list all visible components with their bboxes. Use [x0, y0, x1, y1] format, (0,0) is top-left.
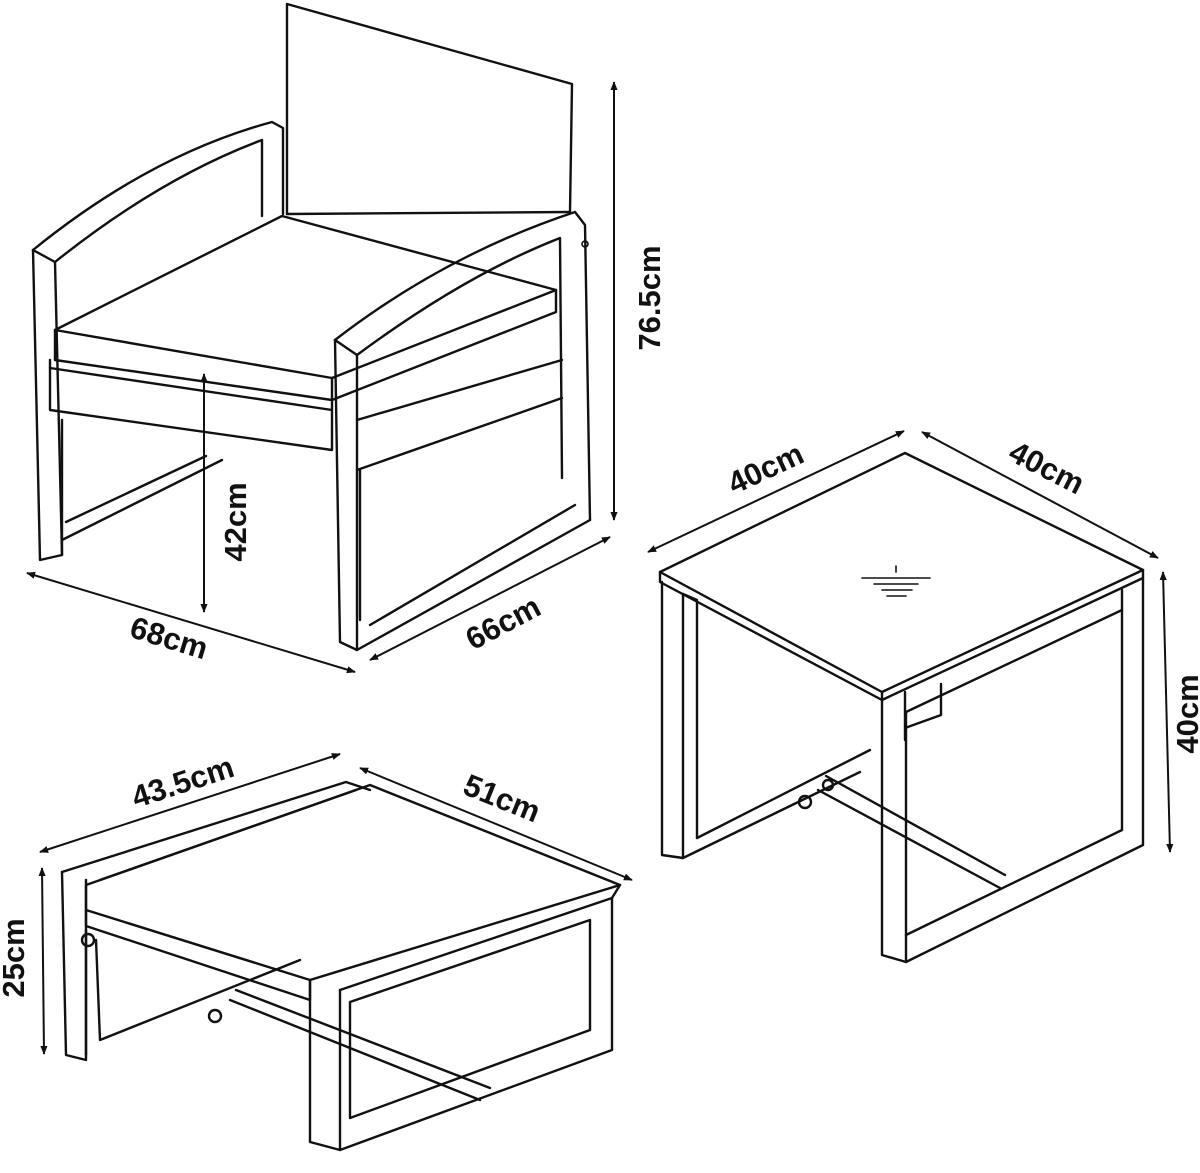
ottoman-depth-label: 51cm [459, 767, 546, 829]
ottoman-height-dim [38, 867, 48, 1055]
ottoman-depth-dim [359, 767, 633, 881]
table-depth-dim [921, 431, 1159, 559]
chair-width-dim [26, 571, 356, 674]
table-depth-label: 40cm [1003, 434, 1090, 501]
ottoman-width-dim [39, 753, 341, 853]
ottoman-drawing [60, 780, 622, 1152]
chair-height-label: 76.5cm [632, 245, 667, 350]
table-height-label: 40cm [1170, 674, 1200, 753]
table-width-dim [647, 430, 905, 553]
table-height-dim [1159, 571, 1174, 853]
table-width-label: 40cm [722, 436, 809, 501]
chair-seat-height-label: 42cm [218, 482, 253, 561]
chair-drawing [31, 2, 592, 652]
table-drawing [658, 451, 1145, 964]
chair-depth-dim [369, 536, 611, 661]
ottoman-height-label: 25cm [0, 918, 31, 997]
chair-width-label: 68cm [126, 610, 212, 667]
chair-depth-label: 66cm [460, 589, 546, 657]
